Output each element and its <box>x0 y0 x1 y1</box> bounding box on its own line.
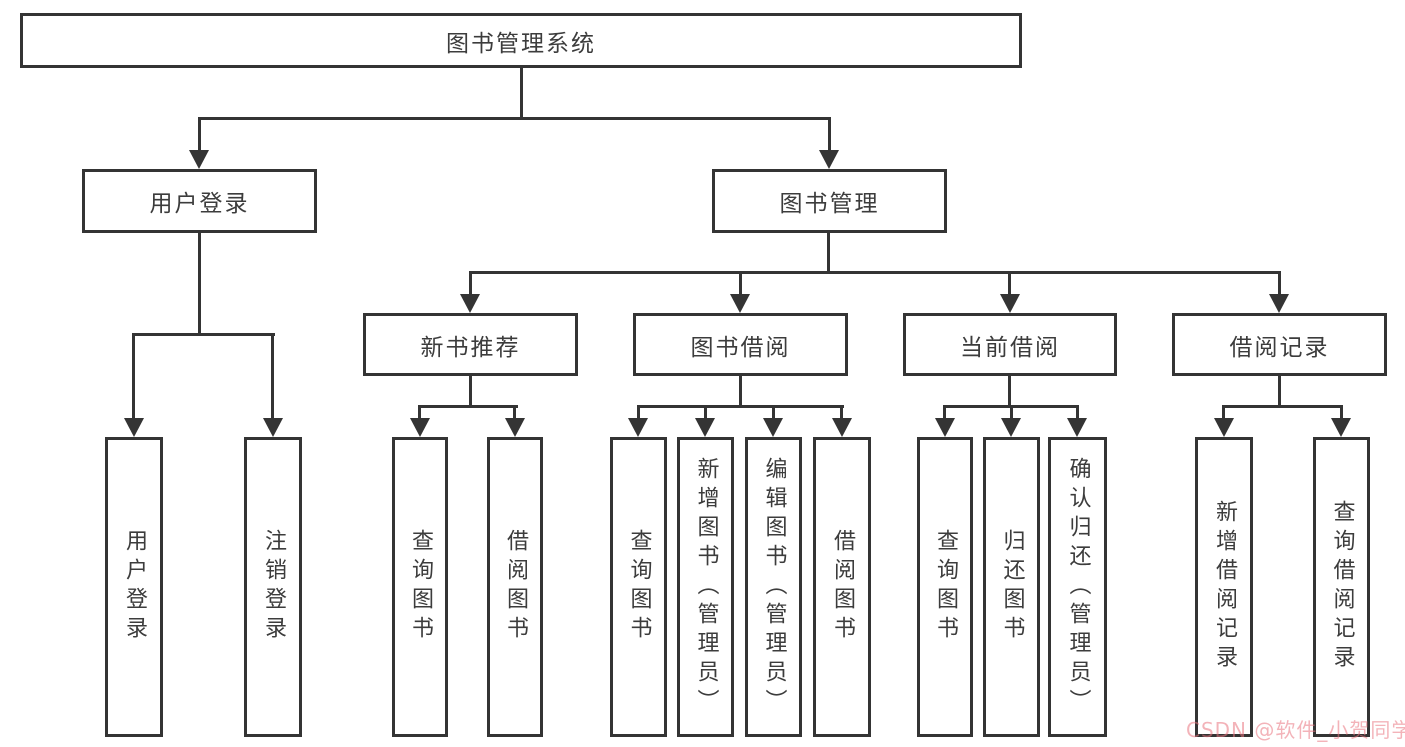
arrow-down-icon <box>263 418 283 437</box>
node-root-label: 图书管理系统 <box>446 30 596 57</box>
arrow-down-icon <box>832 418 852 437</box>
leaf-current-query: 查询图书 <box>917 437 973 737</box>
node-user-login-label: 用户登录 <box>149 191 250 217</box>
arrow-down-icon <box>763 418 783 437</box>
arrow-down-icon <box>1067 418 1087 437</box>
arrow-down-icon <box>1001 418 1021 437</box>
leaf-current-confirm-return-admin: 确认归还（管理员） <box>1048 437 1107 737</box>
connector-line <box>513 405 516 421</box>
connector-line <box>1278 271 1281 297</box>
connector-line <box>469 271 472 297</box>
connector-line <box>469 376 472 408</box>
node-new-book-recommend: 新书推荐 <box>363 313 578 376</box>
leaf-records-add: 新增借阅记录 <box>1195 437 1253 737</box>
connector-line <box>1010 405 1013 421</box>
arrow-down-icon <box>1214 418 1234 437</box>
leaf-current-return: 归还图书 <box>983 437 1040 737</box>
arrow-down-icon <box>935 418 955 437</box>
node-book-borrow: 图书借阅 <box>633 313 848 376</box>
connector-line <box>198 117 831 120</box>
leaf-login-user-login: 用户登录 <box>105 437 163 737</box>
arrow-down-icon <box>460 294 480 313</box>
connector-line <box>1008 271 1011 297</box>
connector-line <box>418 405 518 408</box>
connector-line <box>1076 405 1079 421</box>
connector-line <box>739 271 742 297</box>
connector-line <box>739 376 742 408</box>
node-borrow-records: 借阅记录 <box>1172 313 1387 376</box>
connector-line <box>132 333 275 336</box>
leaf-newbooks-query: 查询图书 <box>392 437 448 737</box>
arrow-down-icon <box>1000 294 1020 313</box>
leaf-newbooks-borrow: 借阅图书 <box>487 437 543 737</box>
connector-line <box>943 405 946 421</box>
node-book-management: 图书管理 <box>712 169 947 233</box>
arrow-down-icon <box>695 418 715 437</box>
arrow-down-icon <box>628 418 648 437</box>
connector-line <box>271 333 274 421</box>
connector-line <box>772 405 775 421</box>
connector-line <box>469 271 1281 274</box>
node-book-management-label: 图书管理 <box>779 191 880 217</box>
node-user-login: 用户登录 <box>82 169 317 233</box>
node-root: 图书管理系统 <box>20 13 1022 68</box>
connector-line <box>1008 376 1011 408</box>
connector-line <box>637 405 640 421</box>
connector-line <box>198 233 201 335</box>
connector-line <box>704 405 707 421</box>
leaf-login-logout: 注销登录 <box>244 437 302 737</box>
connector-line <box>1278 376 1281 408</box>
connector-line <box>1222 405 1343 408</box>
leaf-borrowing-borrow: 借阅图书 <box>813 437 871 737</box>
connector-line <box>520 68 523 119</box>
node-current-borrow-label: 当前借阅 <box>960 334 1060 361</box>
arrow-down-icon <box>730 294 750 313</box>
connector-line <box>828 117 831 153</box>
node-borrow-records-label: 借阅记录 <box>1229 334 1330 361</box>
arrow-down-icon <box>819 150 839 169</box>
arrow-down-icon <box>1331 418 1351 437</box>
leaf-records-query: 查询借阅记录 <box>1313 437 1370 737</box>
connector-line <box>840 405 843 421</box>
node-book-borrow-label: 图书借阅 <box>690 334 791 361</box>
leaf-borrowing-add-admin: 新增图书（管理员） <box>677 437 734 737</box>
node-current-borrow: 当前借阅 <box>903 313 1117 376</box>
connector-line <box>1340 405 1343 421</box>
leaf-borrowing-query: 查询图书 <box>610 437 667 737</box>
csdn-watermark: CSDN @软件_小贺同学 <box>1186 718 1405 742</box>
connector-line <box>198 117 201 153</box>
node-new-book-recommend-label: 新书推荐 <box>420 334 521 361</box>
connector-line <box>418 405 421 421</box>
arrow-down-icon <box>1269 294 1289 313</box>
arrow-down-icon <box>189 150 209 169</box>
connector-line <box>132 333 135 421</box>
arrow-down-icon <box>124 418 144 437</box>
arrow-down-icon <box>410 418 430 437</box>
connector-line <box>827 233 830 274</box>
connector-line <box>1222 405 1225 421</box>
leaf-borrowing-edit-admin: 编辑图书（管理员） <box>745 437 802 737</box>
connector-line <box>637 405 844 408</box>
arrow-down-icon <box>505 418 525 437</box>
